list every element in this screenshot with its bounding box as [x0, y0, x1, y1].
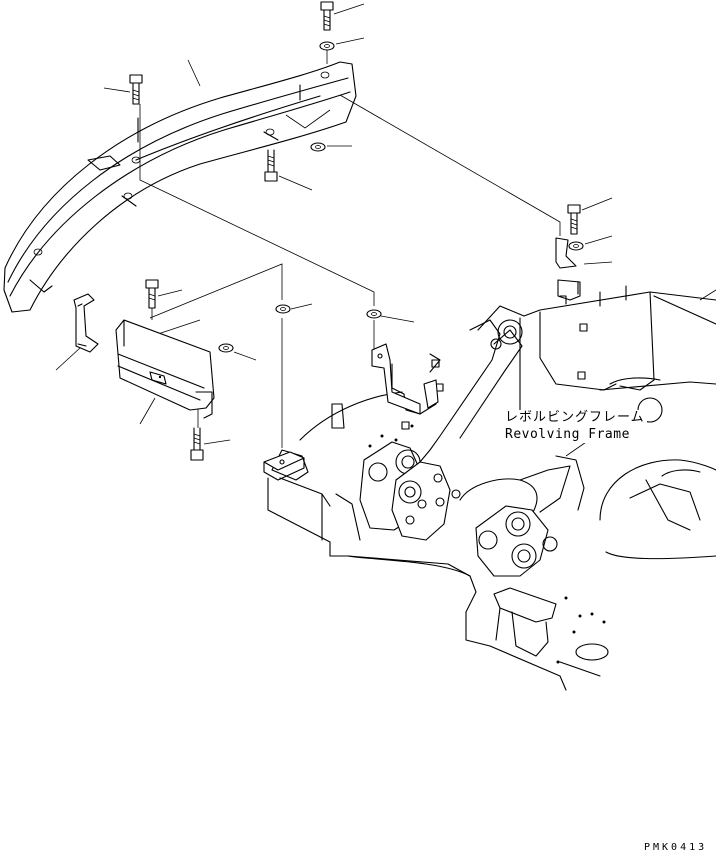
washer-icon [366, 309, 382, 319]
bolt-icon [190, 427, 204, 461]
washer-icon [218, 343, 234, 353]
bolt-icon [145, 279, 159, 309]
revolving-frame [267, 281, 716, 691]
washer-icon [310, 142, 326, 152]
document-code: PMK0413 [644, 842, 708, 853]
washer-icon [275, 304, 291, 314]
bracket-icon [555, 237, 581, 301]
washer-icon [319, 41, 335, 51]
bolt-icon [129, 74, 143, 105]
washer-icon [568, 241, 584, 251]
revolving-frame-label-jp: レボルビングフレーム [503, 410, 647, 426]
counterweight [3, 61, 357, 313]
bolt-icon [567, 204, 581, 235]
revolving-frame-label-en: Revolving Frame [503, 427, 632, 443]
bolt-icon [264, 149, 278, 182]
bracket-icon [263, 451, 305, 481]
bolt-icon [320, 1, 334, 31]
bracket-icon [371, 343, 439, 415]
bracket-icon [73, 293, 99, 353]
side-cover [115, 319, 215, 419]
